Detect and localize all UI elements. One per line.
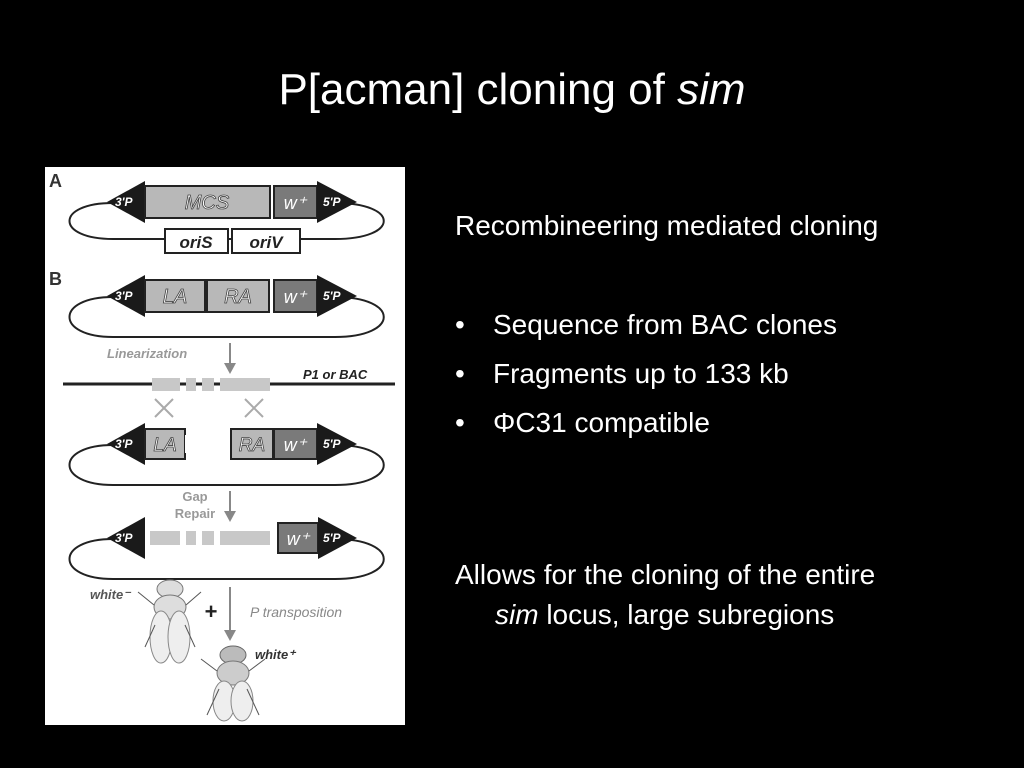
allows-italic: sim: [495, 599, 539, 630]
right-end-arrow: [318, 517, 357, 559]
fly-white-plus-icon: [200, 645, 266, 722]
right-end-arrow: [317, 423, 357, 465]
bullet-item: ΦC31 compatible: [455, 406, 837, 455]
panel-b-backbone: [68, 296, 385, 338]
gap-label: Gap: [182, 489, 207, 504]
right-end-label: 5'P: [323, 531, 342, 545]
insert-segment: [202, 531, 214, 545]
p1-bac-label: P1 or BAC: [303, 367, 368, 382]
linearized-backbone: [68, 444, 385, 486]
right-end-arrow: [317, 181, 357, 223]
linearization-arrow-head: [224, 363, 236, 374]
right-end-label: 5'P: [323, 437, 342, 451]
p-transposition-label: P transposition: [250, 604, 342, 620]
title-text: P[acman] cloning of: [278, 65, 678, 114]
allows-line2: sim locus, large subregions: [455, 595, 995, 635]
repaired-backbone: [68, 538, 385, 580]
crossover-x: [244, 398, 264, 418]
white-marker-box: [273, 279, 318, 313]
left-end-label: 3'P: [115, 437, 134, 451]
left-end-arrow: [107, 275, 145, 317]
repair-arrow-head: [224, 511, 236, 522]
slide-title: P[acman] cloning of sim: [0, 62, 1024, 118]
title-italic: sim: [677, 65, 746, 114]
white-marker-label: w⁺: [284, 193, 308, 213]
panel-a-label: A: [49, 171, 62, 191]
right-end-label: 5'P: [323, 195, 342, 209]
bullet-list: Sequence from BAC clones Fragments up to…: [455, 308, 837, 455]
bullet-item: Sequence from BAC clones: [455, 308, 837, 357]
linearization-label: Linearization: [107, 346, 187, 361]
allows-line2-text: locus, large subregions: [538, 599, 835, 630]
left-end-label: 3'P: [115, 195, 134, 209]
left-end-arrow: [107, 181, 145, 223]
left-end-arrow: [107, 517, 145, 559]
insert-segment: [150, 531, 180, 545]
white-plus-label: white⁺: [255, 647, 297, 662]
fly-white-minus-icon: [137, 579, 202, 664]
white-marker-label: w⁺: [284, 287, 308, 307]
oriv-label: oriV: [249, 233, 284, 252]
left-end-label: 3'P: [115, 531, 134, 545]
left-end-label: 3'P: [115, 289, 134, 303]
plus-sign: +: [205, 599, 218, 624]
la-box: [144, 279, 206, 313]
transposition-arrow-head: [224, 630, 236, 641]
bac-segment: [220, 378, 270, 391]
left-end-arrow: [107, 423, 145, 465]
ra-label: RA: [239, 435, 265, 456]
white-marker-label: w⁺: [287, 529, 311, 549]
bac-segment: [186, 378, 196, 391]
la-box: [144, 428, 186, 460]
right-end-label: 5'P: [323, 289, 342, 303]
repair-label: Repair: [175, 506, 215, 521]
bullet-item: Fragments up to 133 kb: [455, 357, 837, 406]
mcs-box: [144, 185, 271, 219]
crossover-x: [154, 398, 174, 418]
right-end-arrow: [317, 275, 357, 317]
white-minus-label: white⁻: [90, 587, 132, 602]
bac-segment: [202, 378, 214, 391]
oriv-box: [231, 228, 301, 254]
bac-segment: [152, 378, 180, 391]
allows-line1: Allows for the cloning of the entire: [455, 559, 876, 590]
mcs-label: MCS: [185, 192, 230, 214]
oris-label: oriS: [179, 233, 213, 252]
heading: Recombineering mediated cloning: [455, 210, 879, 241]
ra-box: [206, 279, 270, 313]
oris-box: [164, 228, 229, 254]
panel-b-label: B: [49, 269, 62, 289]
insert-segment: [220, 531, 270, 545]
allows-paragraph: Allows for the cloning of the entire sim…: [455, 555, 995, 635]
white-marker-label: w⁺: [284, 435, 308, 455]
insert-segment: [186, 531, 196, 545]
ra-label: RA: [224, 286, 252, 308]
la-label: LA: [153, 435, 176, 456]
pacman-cloning-figure: A 3'P MCS w⁺ 5'P oriS oriV B 3'P LA RA w…: [45, 167, 405, 725]
gap-region: [185, 435, 231, 453]
la-label: LA: [163, 286, 187, 308]
